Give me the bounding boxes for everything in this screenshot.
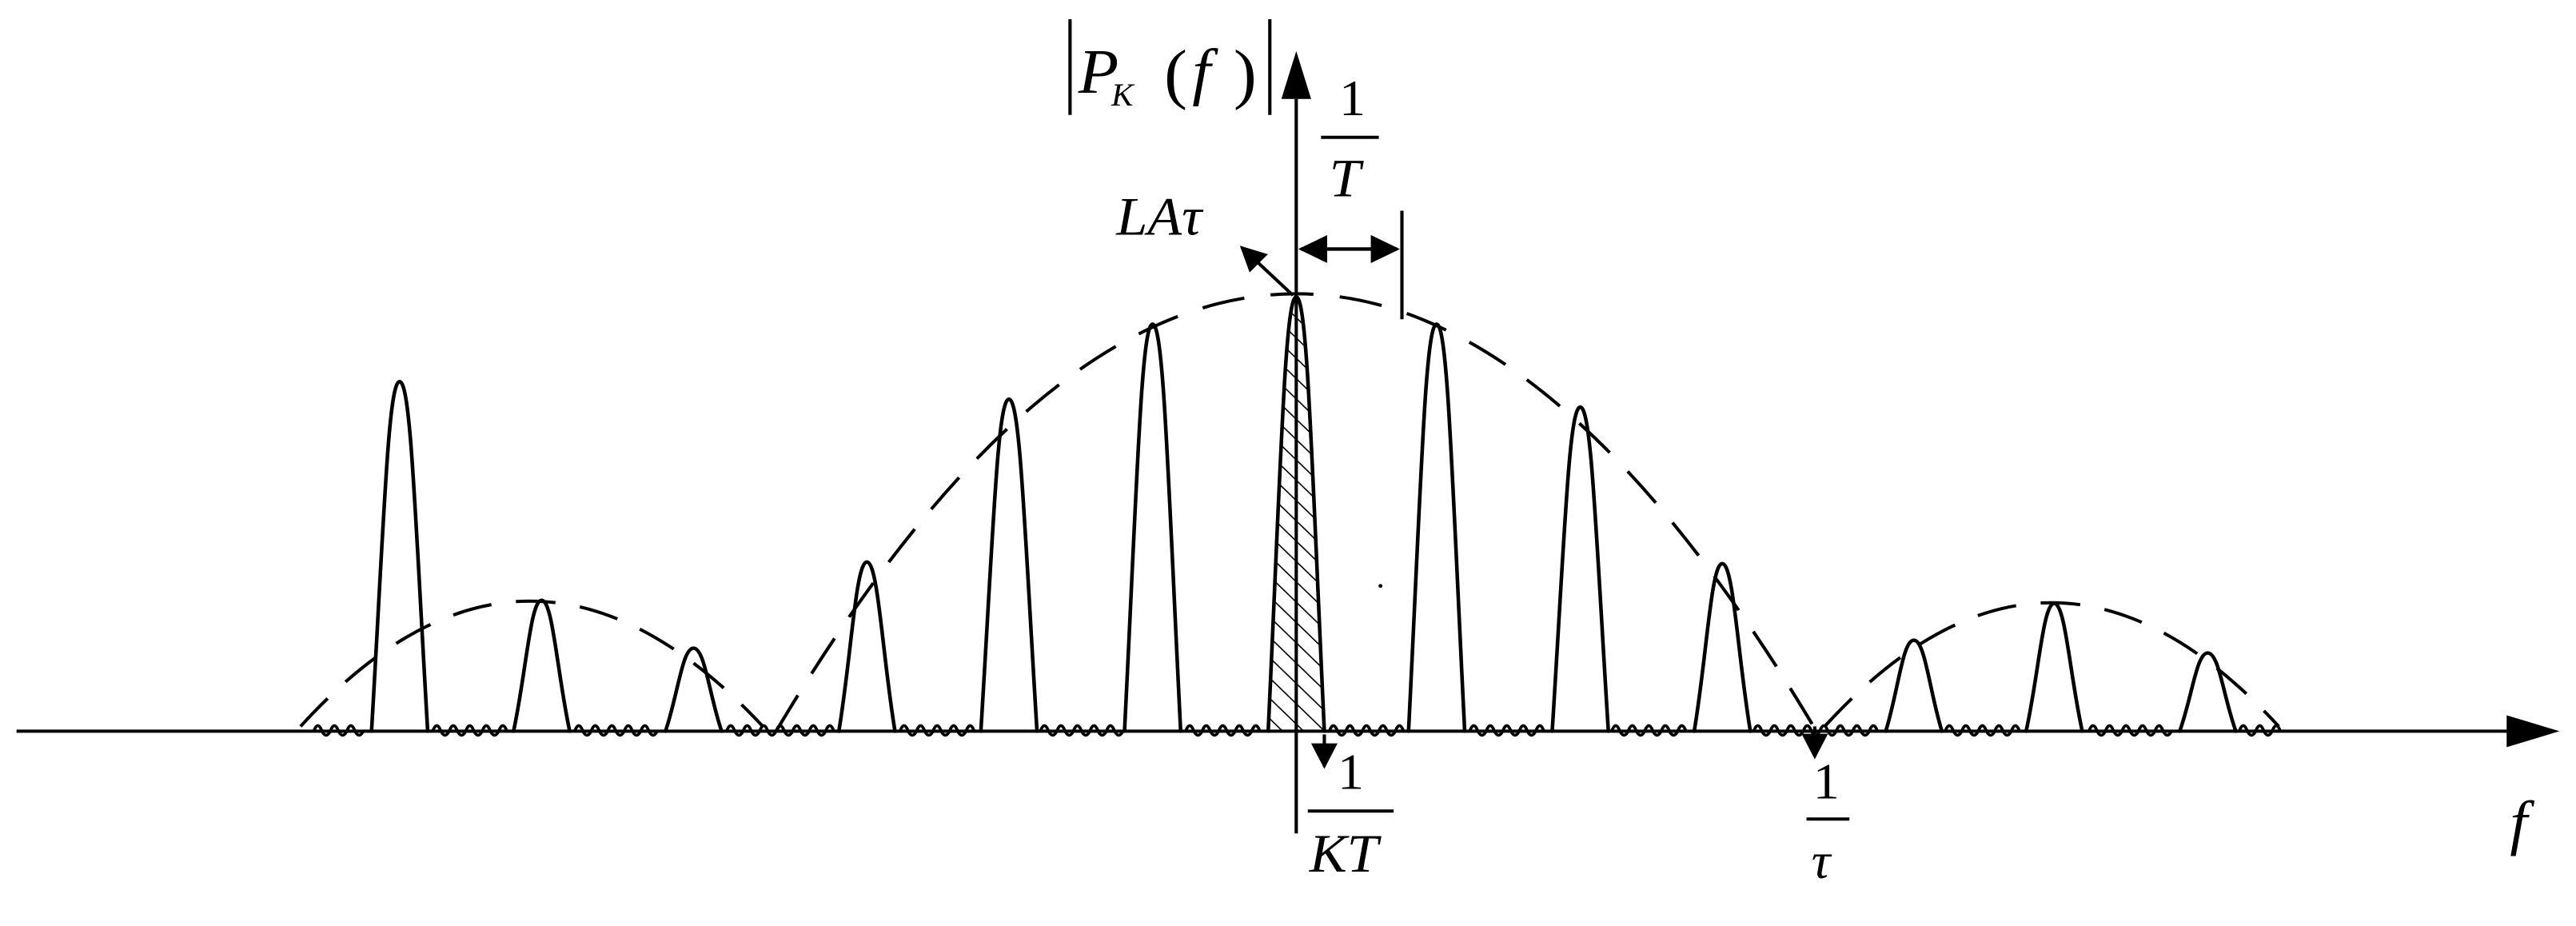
ripple-1 bbox=[312, 724, 365, 737]
spectral-line-9 bbox=[1550, 405, 1610, 733]
y-axis-paren-open: ( bbox=[1164, 37, 1187, 110]
ripple-6 bbox=[1039, 724, 1125, 737]
y-axis-paren-close: ) bbox=[1234, 37, 1257, 110]
ripple-7 bbox=[1184, 724, 1262, 737]
ripple-8 bbox=[1327, 724, 1406, 737]
y-axis-label-p: P bbox=[1078, 36, 1119, 106]
main-envelope bbox=[774, 292, 1818, 732]
null-denominator: τ bbox=[1812, 833, 1832, 890]
ripple-2 bbox=[431, 724, 508, 737]
width-numerator: 1 bbox=[1338, 744, 1364, 800]
spectral-line-5 bbox=[979, 397, 1039, 733]
y-axis-label-subscript: K bbox=[1111, 77, 1135, 112]
ripple-3 bbox=[573, 724, 659, 737]
spectral-line-11 bbox=[1884, 638, 1944, 733]
spectral-line-8 bbox=[1406, 322, 1467, 733]
spectral-line-3 bbox=[664, 646, 724, 733]
width-denominator: KT bbox=[1309, 823, 1382, 884]
ripple-10 bbox=[1610, 724, 1688, 737]
spacing-denominator: T bbox=[1330, 148, 1365, 209]
ripple-13 bbox=[2087, 724, 2173, 737]
peak-pointer-arrow bbox=[1239, 245, 1294, 297]
right-sidelobe-envelope bbox=[1823, 601, 2280, 728]
spectral-line-1 bbox=[369, 379, 430, 733]
ripple-12 bbox=[1944, 724, 2021, 737]
spectral-line-12 bbox=[2024, 601, 2084, 733]
y-axis-label-arg: f bbox=[1192, 36, 1218, 106]
peak-label: LAτ bbox=[1115, 186, 1203, 247]
ripple-9 bbox=[1468, 724, 1545, 737]
y-axis-arrow-icon bbox=[1281, 50, 1311, 99]
spectral-line-4 bbox=[836, 560, 897, 733]
left-sidelobe-envelope bbox=[299, 599, 764, 728]
spacing-numerator: 1 bbox=[1339, 70, 1366, 127]
central-lobe-hatch bbox=[1268, 297, 1325, 732]
spectral-line-10 bbox=[1692, 561, 1753, 733]
stray-dot bbox=[1378, 584, 1383, 589]
spectral-lines bbox=[369, 295, 2238, 733]
spectral-line-13 bbox=[2178, 651, 2238, 733]
spectral-line-2 bbox=[512, 598, 572, 733]
spectral-line-7 bbox=[1266, 295, 1326, 733]
x-axis-arrow-icon bbox=[2506, 715, 2560, 748]
ripple-14 bbox=[2237, 724, 2283, 737]
spectral-line-6 bbox=[1123, 322, 1183, 733]
null-numerator: 1 bbox=[1813, 753, 1840, 810]
x-axis-label: f bbox=[2510, 788, 2535, 856]
ripple-5 bbox=[898, 724, 976, 737]
ripple-4 bbox=[725, 724, 835, 737]
